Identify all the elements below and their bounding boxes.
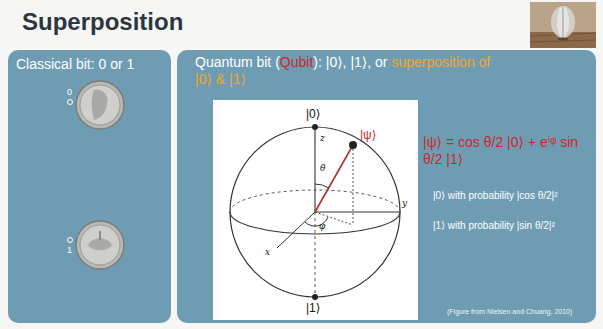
state-label: |ψ⟩ [360, 128, 376, 142]
axis-label: x [265, 247, 270, 258]
angle-label: θ [320, 163, 325, 174]
classical-panel: Classical bit: 0 or 1 0 1 [8, 50, 171, 323]
slide-title: Superposition [22, 8, 183, 37]
probability-note: |0⟩ with probability |cos θ/2|² [433, 190, 591, 202]
spinning-coin-photo [530, 2, 596, 48]
bit-label: 1 [67, 245, 72, 256]
probability-note: |1⟩ with probability |sin θ/2|² [433, 220, 591, 232]
axis-label: y [402, 198, 407, 209]
coin-illustration [8, 50, 171, 323]
bit-label: 0 [67, 87, 72, 98]
angle-label: φ [319, 221, 325, 232]
basis-state: |0⟩ [306, 107, 320, 121]
panel-heading: Classical bit: 0 or 1 [16, 56, 166, 73]
state-formula: |ψ⟩ = cos θ/2 |0⟩ + eⁱᵠ sin θ/2 |1⟩ [423, 134, 588, 168]
bloch-sphere-box: |0⟩ |ψ⟩ |1⟩ z x y θ φ [213, 100, 418, 320]
figure-credit: (Figure from Nielsen and Chuang, 2010) [447, 308, 592, 316]
bloch-sphere [213, 100, 418, 320]
panel-heading: Quantum bit (Qubit): |0⟩, |1⟩, or superp… [195, 54, 495, 88]
basis-state: |1⟩ [306, 301, 320, 315]
axis-label: z [320, 133, 325, 144]
qubit-panel: Quantum bit (Qubit): |0⟩, |1⟩, or superp… [177, 50, 596, 323]
